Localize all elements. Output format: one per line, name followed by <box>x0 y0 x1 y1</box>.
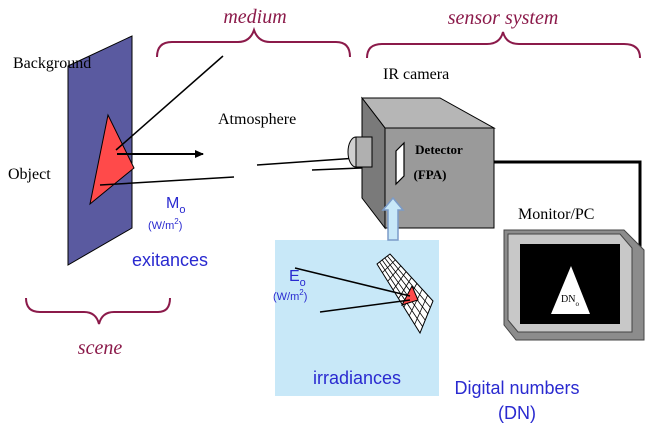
monitor-pc-label: Monitor/PC <box>518 206 594 223</box>
grid-line <box>384 257 429 315</box>
irradiance-symbol: Eo <box>289 268 306 289</box>
grid-line <box>387 255 431 308</box>
fpa-label: (FPA) <box>414 167 447 182</box>
irradiances-label: irradiances <box>313 368 401 388</box>
object-triangle <box>89 113 135 206</box>
detector-plane <box>395 141 405 186</box>
ir-camera-label: IR camera <box>383 66 449 83</box>
detector-label: Detector <box>415 142 463 157</box>
object-label: Object <box>8 166 51 183</box>
exitance-symbol: Mo <box>166 195 185 216</box>
scene-brace <box>25 297 171 325</box>
grid-line <box>408 289 423 316</box>
irradiance-unit: (W/m2) <box>273 288 307 303</box>
atmosphere-label: Atmosphere <box>218 111 296 128</box>
exitance-unit: (W/m2) <box>148 217 182 232</box>
monitor <box>503 229 645 341</box>
grid-line <box>382 259 396 273</box>
medium-header: medium <box>223 6 286 28</box>
monitor-triangle <box>551 266 590 314</box>
background-ray <box>115 55 224 151</box>
grid-line <box>381 259 426 321</box>
background-label: Background <box>13 55 91 72</box>
dn-abbrev-label: (DN) <box>498 403 536 423</box>
irradiance-up-arrow <box>381 196 405 241</box>
medium-brace <box>156 26 351 58</box>
scene-header: scene <box>78 337 123 359</box>
grid-line <box>414 294 428 325</box>
dn-object-label: DNo <box>561 294 579 308</box>
camera-lens-barrel <box>355 136 373 168</box>
background-plane <box>67 35 133 266</box>
irradiance-ray-upper <box>294 267 411 297</box>
sensor-system-header: sensor system <box>448 7 559 29</box>
grid-line <box>387 265 402 282</box>
digital-numbers-label: Digital numbers <box>454 378 579 398</box>
object-ray-lower <box>99 176 235 186</box>
irradiance-ray-lower <box>319 299 411 313</box>
sensor-system-brace <box>366 31 641 59</box>
grid-line <box>398 277 412 299</box>
exitances-label: exitances <box>132 250 208 270</box>
grid-line <box>392 271 407 291</box>
ir-camera <box>347 96 496 230</box>
